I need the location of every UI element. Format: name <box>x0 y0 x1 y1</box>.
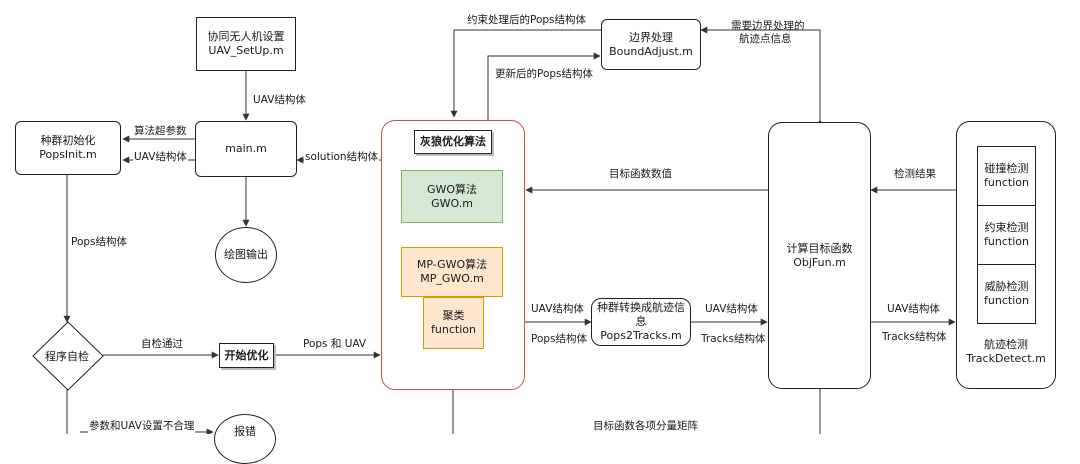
node-track-detect-line2: TrackDetect.m <box>966 352 1046 365</box>
node-cluster-line1: 聚类 <box>442 309 465 322</box>
label-uav-struct-left: UAV结构体 <box>133 151 188 164</box>
node-start-optimize-label: 开始优化 <box>224 348 269 362</box>
node-collision-detect-line2: function <box>984 176 1029 189</box>
node-mp-gwo: MP-GWO算法 MP_GWO.m <box>401 247 503 297</box>
node-uav-setup: 协同无人机设置 UAV_SetUp.m <box>196 17 296 71</box>
node-cluster: 聚类 function <box>423 297 484 349</box>
label-uav-struct-top: UAV结构体 <box>252 94 307 107</box>
node-pops-init-line1: 种群初始化 <box>40 134 96 147</box>
node-track-detect-line1: 航迹检测 <box>984 338 1028 351</box>
label-need-boundary: 需要边界处理的 <box>731 20 805 32</box>
node-gwo-line1: GWO算法 <box>426 182 478 196</box>
node-collision-detect: 碰撞检测 function <box>977 146 1036 206</box>
node-main-label: main.m <box>225 142 267 155</box>
label-solution-struct: solution结构体 <box>304 151 380 164</box>
label-self-check-pass: 自检通过 <box>140 338 184 351</box>
node-constraint-detect-line1: 约束检测 <box>984 221 1029 234</box>
node-plot-output: 绘图输出 <box>215 227 277 283</box>
label-obj-matrix: 目标函数各项分量矩阵 <box>592 420 699 433</box>
node-threat-detect-line2: function <box>984 294 1029 307</box>
label-pops-struct-down: Pops结构体 <box>70 236 129 249</box>
node-objfun: 计算目标函数 ObjFun.m <box>768 122 871 389</box>
node-objfun-line2: ObjFun.m <box>793 255 846 269</box>
node-uav-setup-line2: UAV_SetUp.m <box>208 44 284 57</box>
label-check-fail: 参数和UAV设置不合理 <box>88 420 196 433</box>
edge-container-boundadjust <box>487 52 601 120</box>
node-cluster-line2: function <box>431 323 476 336</box>
label-pops-and-uav: Pops 和 UAV <box>302 338 368 351</box>
label-waypoint-info: 航迹点信息 <box>739 33 792 45</box>
node-gwo-container-title: 灰狼优化算法 <box>414 130 492 154</box>
node-gwo: GWO算法 GWO.m <box>401 170 503 223</box>
node-pops-init: 种群初始化 PopsInit.m <box>15 121 121 175</box>
diagram-canvas <box>63 26 956 434</box>
node-pops-init-line2: PopsInit.m <box>39 148 97 161</box>
node-self-check <box>32 321 104 391</box>
node-threat-detect: 威胁检测 function <box>977 264 1036 324</box>
label-uav-struct-right: UAV结构体 <box>886 303 941 316</box>
node-error-partial: 报错 <box>214 414 276 464</box>
node-pops2tracks-line2: Pops2Tracks.m <box>600 329 682 342</box>
label-constrained-pops: 约束处理后的Pops结构体 <box>466 14 588 27</box>
edge-boundadjust-container <box>450 29 601 118</box>
node-collision-detect-line1: 碰撞检测 <box>984 162 1029 175</box>
node-self-check-label: 程序自检 <box>45 350 89 363</box>
node-gwo-container-title-label: 灰狼优化算法 <box>420 135 486 148</box>
label-pops-struct-mid: Pops结构体 <box>530 333 589 346</box>
label-uav-struct-mid1: UAV结构体 <box>530 303 585 316</box>
node-pops2tracks: 种群转换成航迹信息 Pops2Tracks.m <box>591 298 691 346</box>
label-tracks-struct-right: Tracks结构体 <box>881 331 948 344</box>
node-plot-output-label: 绘图输出 <box>224 248 268 261</box>
node-threat-detect-line1: 威胁检测 <box>984 280 1029 293</box>
node-objfun-line1: 计算目标函数 <box>786 241 853 255</box>
label-uav-struct-mid2: UAV结构体 <box>704 303 759 316</box>
node-gwo-line2: GWO.m <box>431 196 473 210</box>
node-start-optimize: 开始优化 <box>219 343 274 368</box>
label-detect-result: 检测结果 <box>893 168 937 181</box>
node-bound-adjust: 边界处理 BoundAdjust.m <box>601 19 701 70</box>
node-bound-adjust-line2: BoundAdjust.m <box>609 44 693 58</box>
node-pops2tracks-line1: 种群转换成航迹信息 <box>597 301 685 328</box>
node-error-partial-label: 报错 <box>234 425 256 438</box>
node-constraint-detect: 约束检测 function <box>977 205 1036 265</box>
label-tracks-struct-mid: Tracks结构体 <box>700 333 767 346</box>
node-bound-adjust-line1: 边界处理 <box>629 30 673 44</box>
node-main: main.m <box>195 121 297 177</box>
label-obj-value: 目标函数数值 <box>608 168 673 181</box>
node-constraint-detect-line2: function <box>984 235 1029 248</box>
label-algo-params: 算法超参数 <box>133 125 188 138</box>
node-uav-setup-line1: 协同无人机设置 <box>207 30 285 43</box>
node-mp-gwo-line1: MP-GWO算法 <box>416 258 488 271</box>
label-updated-pops: 更新后的Pops结构体 <box>494 68 595 81</box>
node-mp-gwo-line2: MP_GWO.m <box>420 272 484 285</box>
edge-objfun-boundadjust <box>700 26 821 122</box>
